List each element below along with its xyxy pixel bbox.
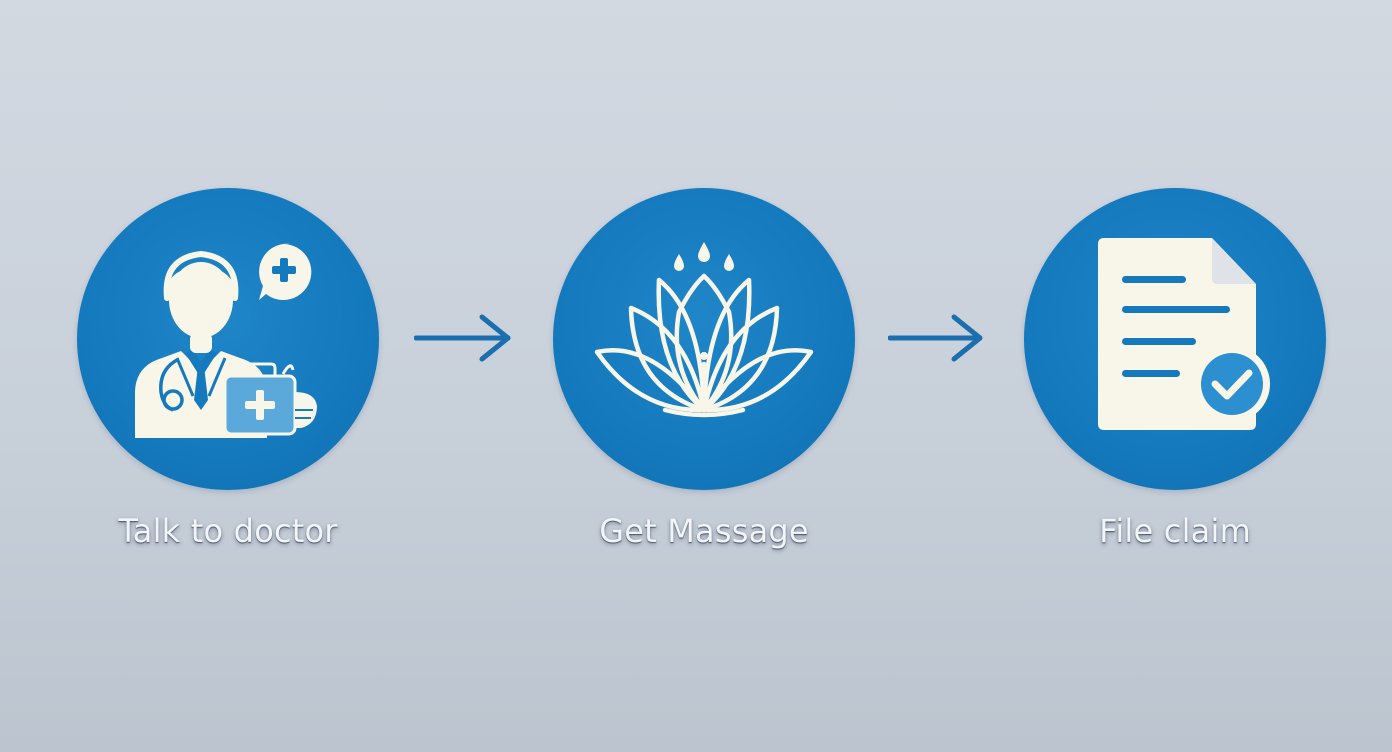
step-circle: [77, 188, 379, 490]
doctor-icon: [135, 243, 317, 438]
step-get-massage: Get Massage: [553, 188, 855, 550]
step-file-claim: File claim: [1024, 188, 1326, 550]
step-label: Talk to doctor: [118, 512, 338, 550]
step-label: Get Massage: [599, 512, 809, 550]
step-talk-to-doctor: Talk to doctor: [77, 188, 379, 550]
arrow-right-icon: [888, 314, 983, 362]
arrow-right-icon: [414, 314, 511, 362]
step-circle: [1024, 188, 1326, 490]
flow-arrow: [414, 312, 514, 364]
flow-arrow: [888, 312, 988, 364]
lotus-icon: [594, 242, 814, 418]
claim-document-icon: [1098, 238, 1270, 430]
step-circle: [553, 188, 855, 490]
step-label: File claim: [1099, 512, 1251, 550]
